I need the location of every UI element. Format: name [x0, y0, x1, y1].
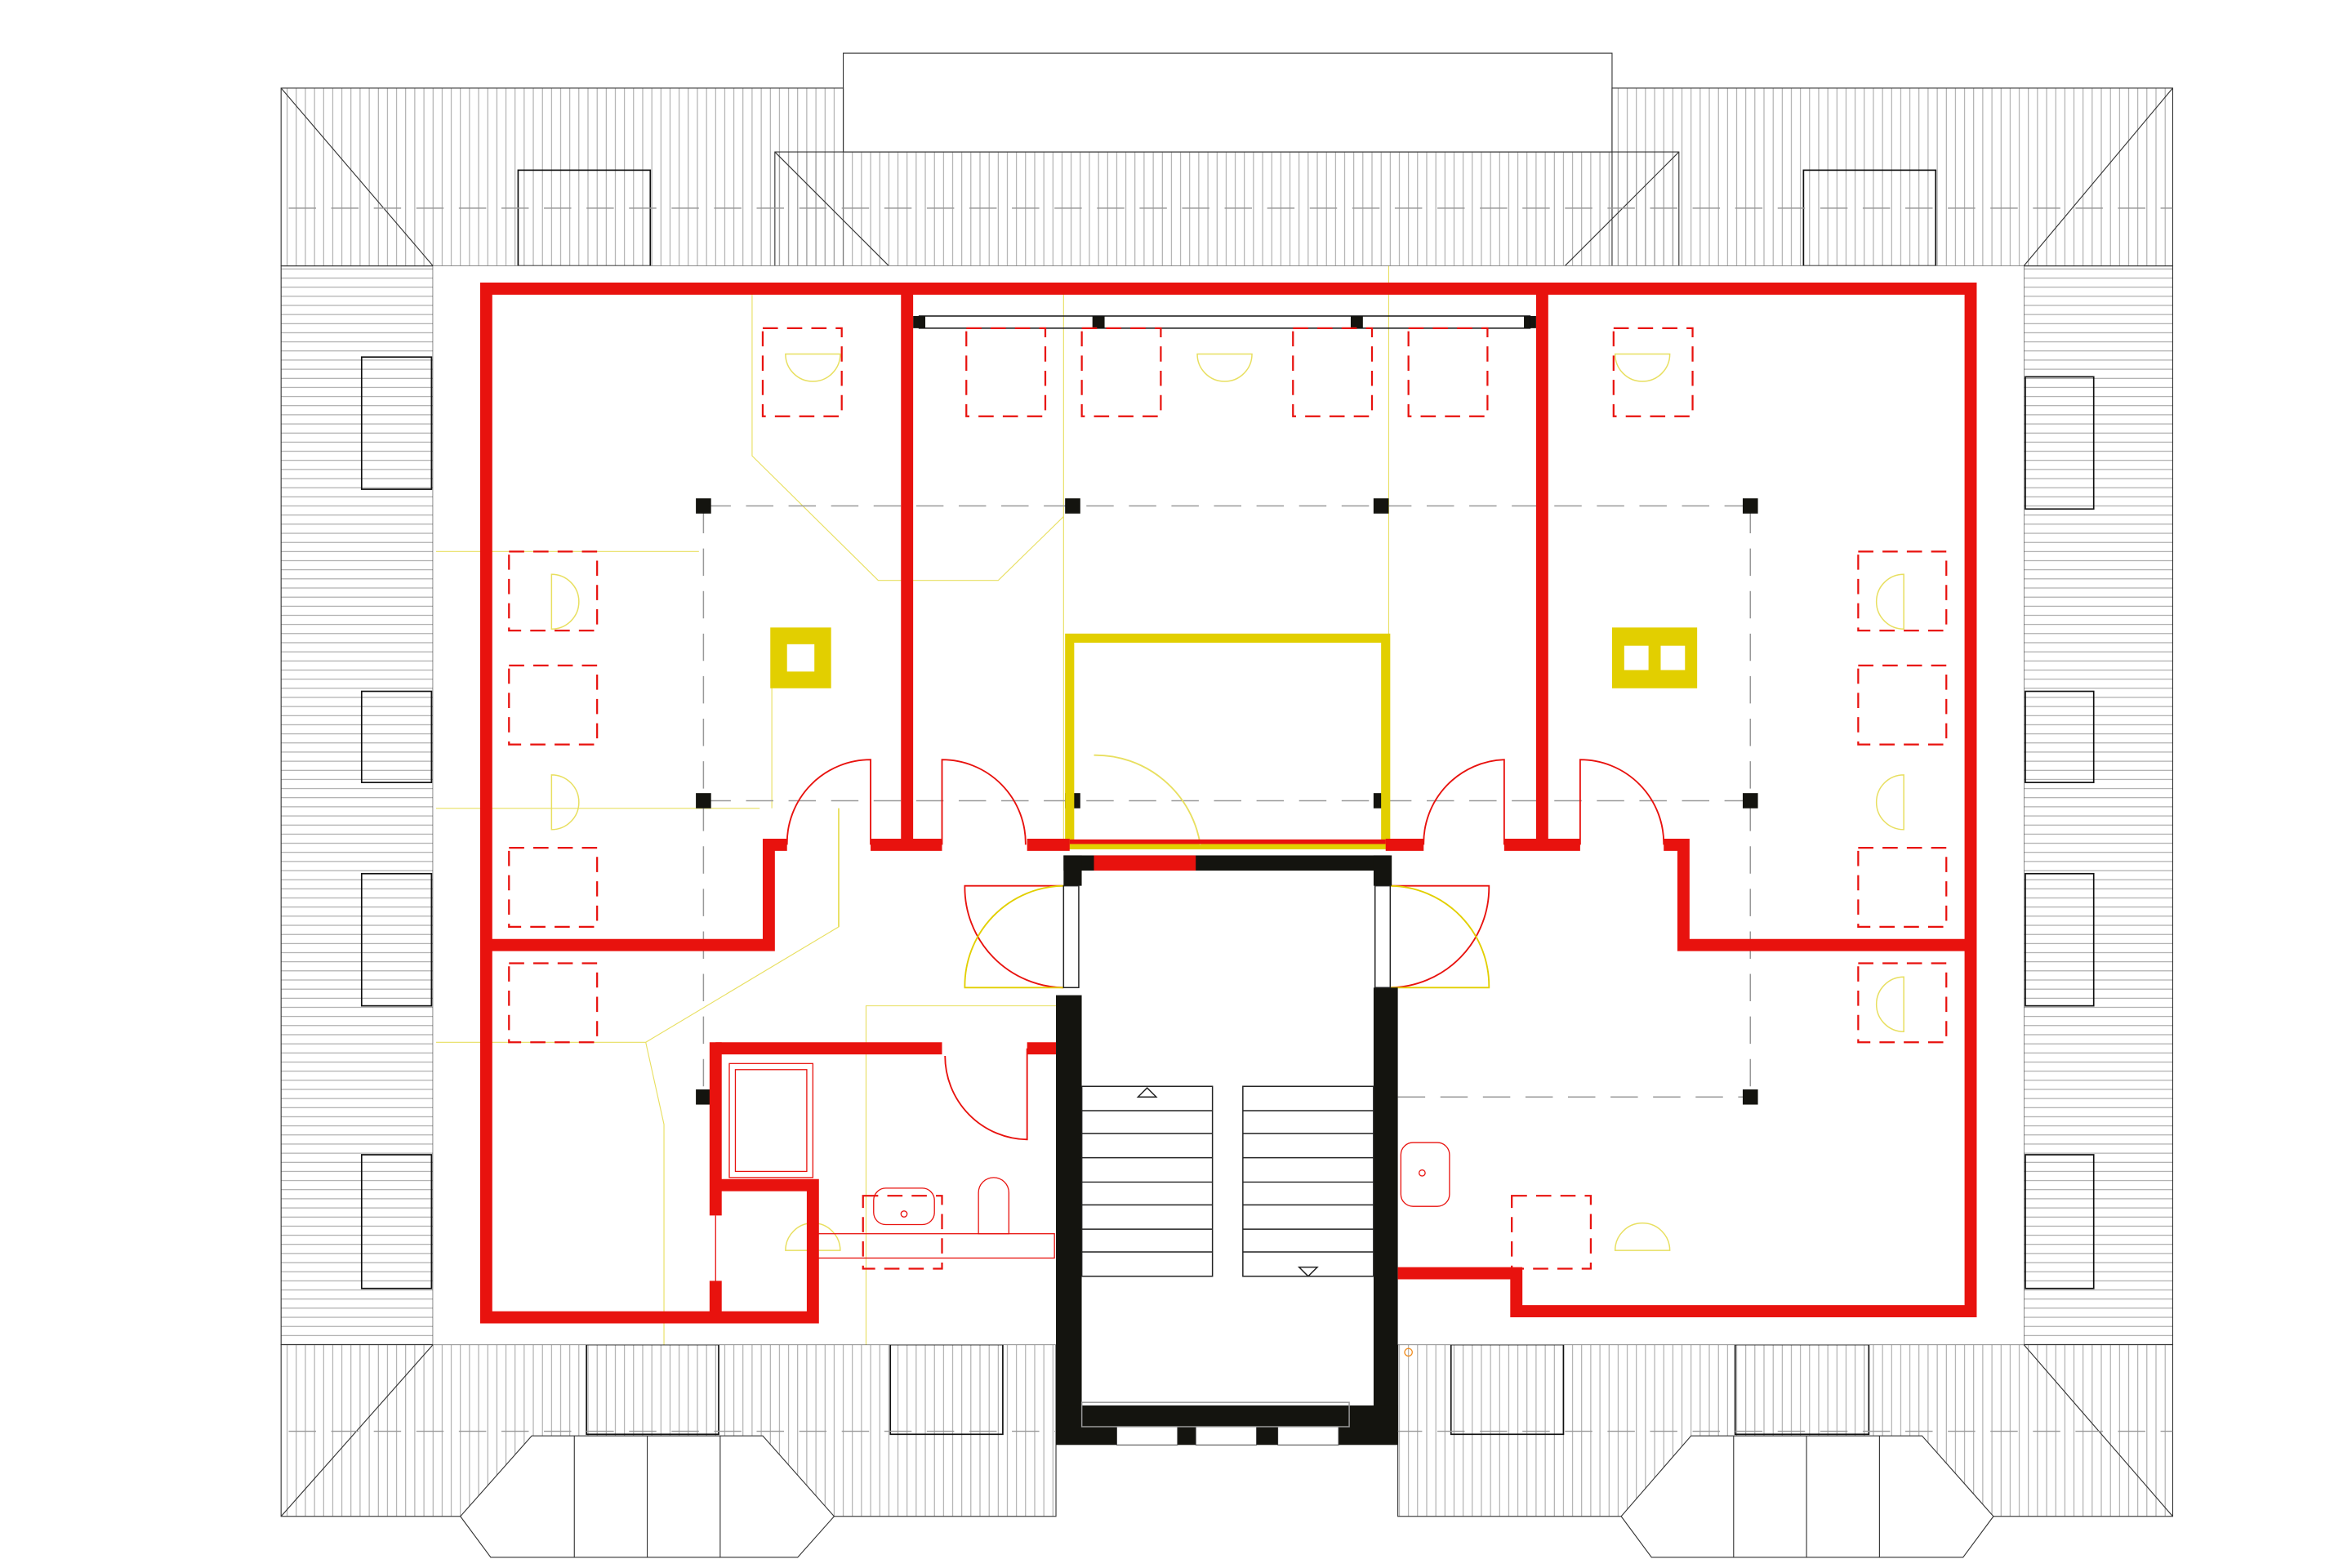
- stair-down-arrow-icon: [1297, 1266, 1319, 1277]
- roof-top-center: [774, 151, 1680, 267]
- door-swing: [964, 884, 1064, 989]
- chairs: [550, 353, 1904, 1251]
- roof-top-right: [1611, 87, 2174, 267]
- door-swing: [964, 884, 1064, 989]
- sink-right: [1400, 1142, 1450, 1207]
- door-swing: [786, 759, 871, 845]
- dormer-right: [1620, 1435, 1994, 1558]
- door-swing: [1390, 884, 1490, 989]
- door-swing: [944, 1048, 1028, 1141]
- new-walls: [479, 283, 1977, 1324]
- door-swing: [1579, 759, 1665, 845]
- door-swing: [941, 759, 1027, 845]
- roof-ridge-box: [843, 52, 1613, 153]
- new-wall-segment: [1094, 855, 1196, 871]
- shower: [728, 1062, 813, 1178]
- stair-openings: [1081, 871, 1374, 1446]
- beams-dashed: [288, 207, 2173, 1432]
- stairs: [1062, 884, 1392, 1428]
- removed-room-outline: [1065, 633, 1391, 849]
- toilet: [978, 1177, 1009, 1235]
- existing-walls: [1056, 855, 1398, 1446]
- door-swing: [1390, 884, 1490, 989]
- chimneys: [770, 627, 1698, 849]
- door-swing: [1423, 759, 1505, 845]
- doors: [786, 754, 1665, 1141]
- dormers: [460, 1435, 1994, 1558]
- roof-right: [2023, 265, 2174, 1346]
- stair-up-arrow-icon: [1136, 1087, 1158, 1098]
- roof-left: [280, 265, 434, 1346]
- top-beam: [918, 315, 1531, 329]
- roof-top-left: [280, 87, 844, 267]
- sink: [873, 1187, 935, 1226]
